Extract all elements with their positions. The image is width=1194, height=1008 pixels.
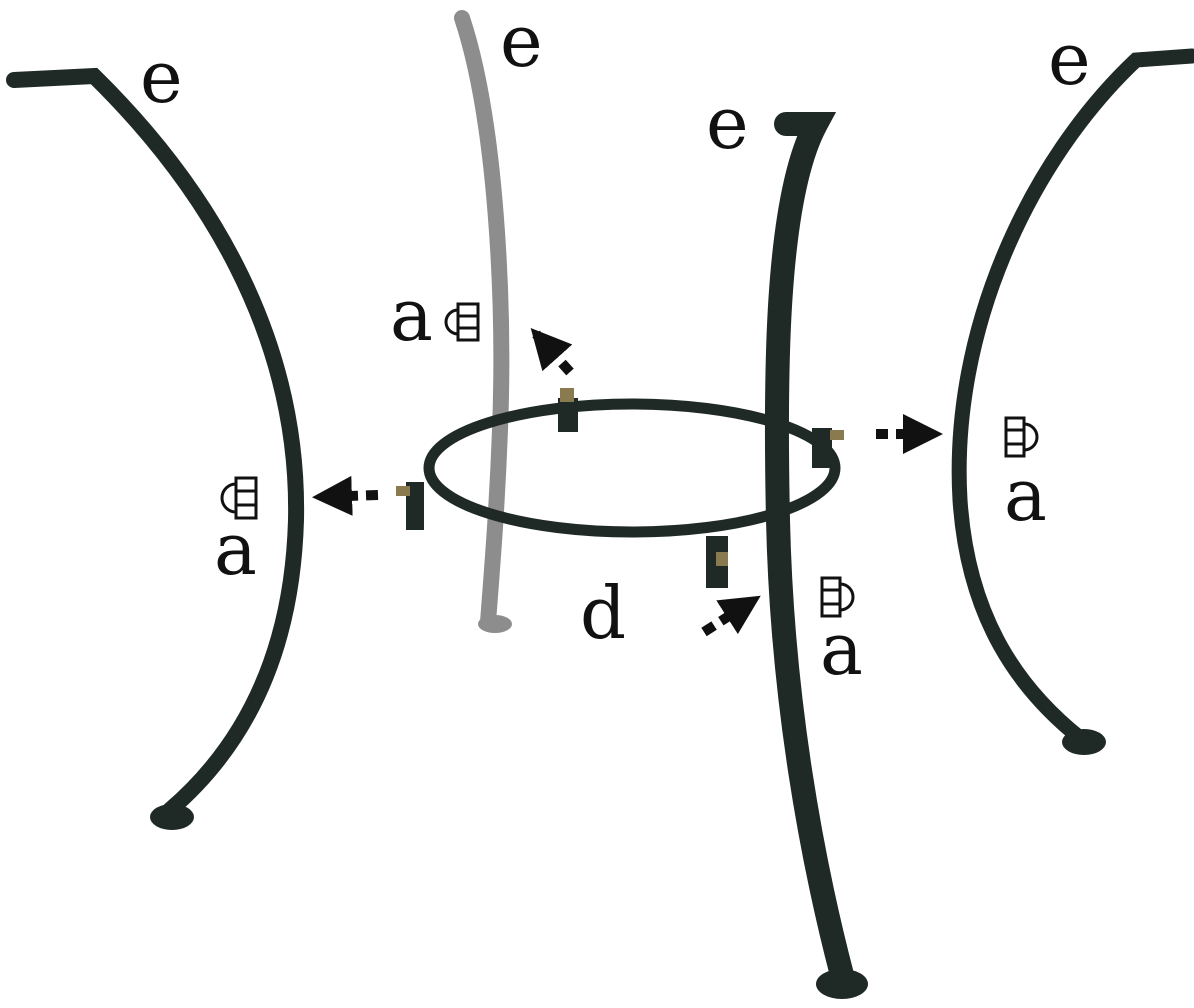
arrow-front xyxy=(701,595,761,637)
bracket-right xyxy=(812,428,832,468)
label-bolt-left: a xyxy=(214,507,257,591)
cap-icon-right xyxy=(1004,416,1039,458)
label-leg-front: e xyxy=(706,81,749,165)
arrows xyxy=(312,328,943,637)
cap-icon-front xyxy=(820,576,855,618)
label-ring: d xyxy=(580,571,626,655)
label-leg-left: e xyxy=(140,35,183,119)
label-bolt-right: a xyxy=(1004,453,1047,537)
bracket-left xyxy=(406,482,424,530)
label-bolt-back: a xyxy=(390,273,433,357)
arrow-back xyxy=(530,328,574,376)
cap-icon-back xyxy=(444,302,480,342)
leg-back xyxy=(454,10,512,633)
label-bolt-front: a xyxy=(820,607,863,691)
arrow-left xyxy=(312,475,379,516)
leg-front xyxy=(764,112,868,999)
cap-icon-left xyxy=(220,476,258,520)
leg-right xyxy=(951,48,1194,755)
label-leg-back: e xyxy=(500,0,543,83)
leg-left xyxy=(6,67,305,830)
ring-d xyxy=(396,388,844,588)
label-leg-right: e xyxy=(1048,17,1091,101)
bracket-back xyxy=(558,398,578,432)
